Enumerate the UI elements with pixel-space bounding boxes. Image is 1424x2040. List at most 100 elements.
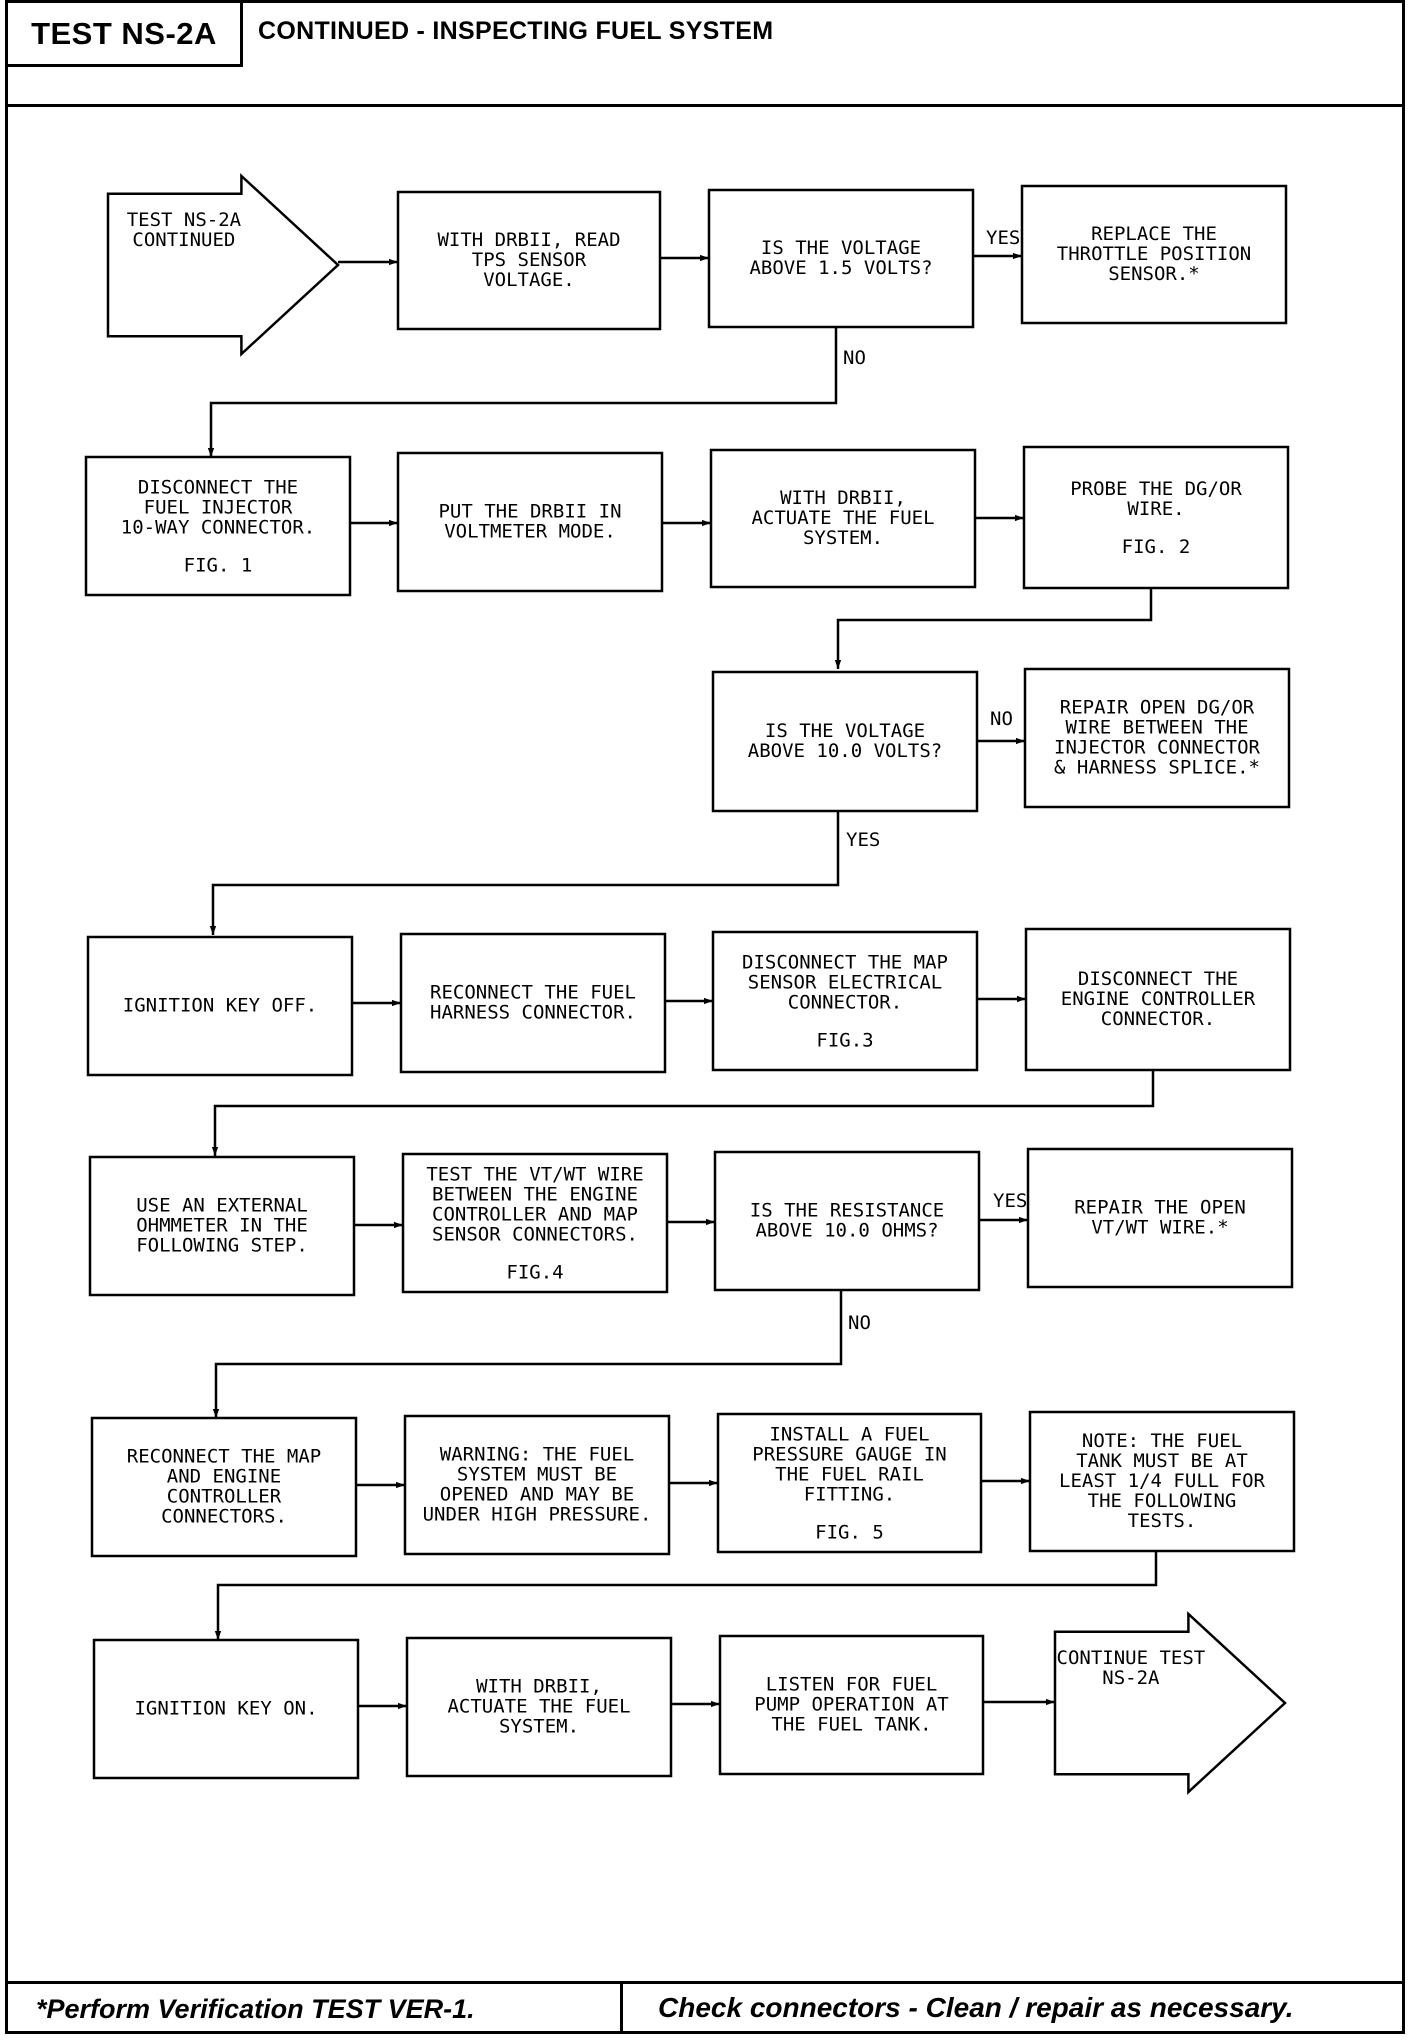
node-text-line: USE AN EXTERNAL (136, 1195, 308, 1217)
node-text-line: 10-WAY CONNECTOR. (121, 517, 315, 539)
node-text-line: ACTUATE THE FUEL (447, 1696, 630, 1718)
connector-arrow-shape (1053, 1611, 1287, 1795)
node-text-line: IGNITION KEY ON. (134, 1698, 317, 1720)
node-text-line: PRESSURE GAUGE IN (752, 1444, 946, 1466)
node-text-line: IS THE RESISTANCE (750, 1200, 944, 1222)
process-box (1024, 927, 1292, 1072)
node-text-line: SYSTEM MUST BE (457, 1464, 617, 1486)
footer-connectors-note: Check connectors - Clean / repair as nec… (658, 1992, 1294, 2023)
process-box (90, 1416, 358, 1558)
node-figure-ref: FIG.4 (506, 1262, 563, 1284)
edge-label-no: NO (848, 1312, 871, 1334)
process-box (718, 1634, 985, 1776)
process-box (88, 1155, 356, 1297)
process-box (399, 932, 667, 1074)
connector-arrow-shape (106, 173, 340, 357)
flow-node-r7c1: IGNITION KEY ON. (92, 1638, 360, 1780)
process-box (84, 455, 352, 597)
node-text-line: CONTINUED (132, 229, 235, 251)
node-text-line: CONTROLLER (167, 1486, 282, 1508)
node-text-line: INSTALL A FUEL (769, 1424, 929, 1446)
process-box (707, 188, 975, 329)
edge-label-yes: YES (993, 1190, 1027, 1212)
edge-label-no: NO (990, 708, 1013, 730)
node-text-line: INJECTOR CONNECTOR (1054, 737, 1260, 759)
process-box (396, 451, 664, 593)
node-text-line: LISTEN FOR FUEL (766, 1674, 938, 1696)
node-text-line: ABOVE 10.0 VOLTS? (748, 740, 942, 762)
process-box (1026, 1147, 1294, 1289)
node-text-line: NS-2A (1102, 1667, 1160, 1689)
node-text-line: OPENED AND MAY BE (440, 1484, 634, 1506)
node-figure-ref: FIG. 5 (815, 1522, 884, 1544)
process-box (403, 1414, 671, 1556)
node-text-line: LEAST 1/4 FULL FOR (1059, 1470, 1265, 1492)
node-text-line: REPAIR THE OPEN (1074, 1197, 1246, 1219)
node-text-line: SYSTEM. (803, 527, 883, 549)
node-text-line: ABOVE 1.5 VOLTS? (749, 257, 932, 279)
process-box (1028, 1410, 1296, 1553)
page-title: CONTINUED - INSPECTING FUEL SYSTEM (258, 17, 774, 45)
process-box (1023, 667, 1291, 809)
node-text-line: WITH DRBII, (780, 487, 906, 509)
process-box (709, 448, 977, 589)
footer-verification-note: *Perform Verification TEST VER-1. (36, 1994, 475, 2024)
node-text-line: CONTROLLER AND MAP (432, 1204, 638, 1226)
node-text-line: ACTUATE THE FUEL (751, 507, 934, 529)
node-text-line: PUT THE DRBII IN (438, 501, 621, 523)
node-text-line: FUEL INJECTOR (144, 497, 293, 519)
node-text-line: DISCONNECT THE (1078, 968, 1238, 990)
node-figure-ref: FIG. 2 (1122, 536, 1191, 558)
node-text-line: RECONNECT THE FUEL (430, 982, 636, 1004)
node-text-line: AND ENGINE (167, 1466, 281, 1488)
process-box (1022, 445, 1290, 590)
test-id-label: TEST NS-2A (8, 3, 243, 67)
node-text-line: CONTINUE TEST (1057, 1647, 1206, 1669)
node-text-line: TANK MUST BE AT (1076, 1450, 1248, 1472)
node-text-line: SENSOR.* (1108, 263, 1200, 285)
node-text-line: REPAIR OPEN DG/OR (1060, 697, 1255, 719)
edge-label-yes: YES (846, 829, 880, 851)
arrow-r4c4-to-r5c1 (211, 1070, 1155, 1156)
node-text-line: SENSOR CONNECTORS. (432, 1224, 638, 1246)
page-header: TEST NS-2A CONTINUED - INSPECTING FUEL S… (8, 3, 1402, 107)
node-text-line: TEST NS-2A (127, 209, 242, 231)
arrow-r5c3-no (212, 1290, 843, 1418)
process-box (716, 1412, 983, 1554)
node-text-line: WIRE. (1127, 498, 1184, 520)
node-text-line: WIRE BETWEEN THE (1065, 717, 1248, 739)
node-text-line: REPLACE THE (1091, 223, 1217, 245)
process-box (396, 190, 662, 331)
node-text-line: DISCONNECT THE (138, 477, 298, 499)
arrow-r6c4-to-r7c1 (214, 1551, 1158, 1640)
edge-label-no: NO (843, 347, 866, 369)
edge-label-yes: YES (986, 227, 1020, 249)
node-text-line: VT/WT WIRE.* (1091, 1217, 1228, 1239)
arrow-r2c4-to-r3c3 (834, 588, 1153, 669)
node-text-line: OHMMETER IN THE (136, 1215, 308, 1237)
node-text-line: CONNECTORS. (161, 1506, 287, 1528)
node-text-line: SENSOR ELECTRICAL (748, 972, 942, 994)
node-text-line: IS THE VOLTAGE (765, 720, 925, 742)
node-text-line: TEST THE VT/WT WIRE (426, 1164, 643, 1186)
arrow-r3c3-yes (209, 811, 840, 935)
node-text-line: IGNITION KEY OFF. (123, 995, 317, 1017)
node-text-line: FOLLOWING STEP. (136, 1235, 308, 1257)
